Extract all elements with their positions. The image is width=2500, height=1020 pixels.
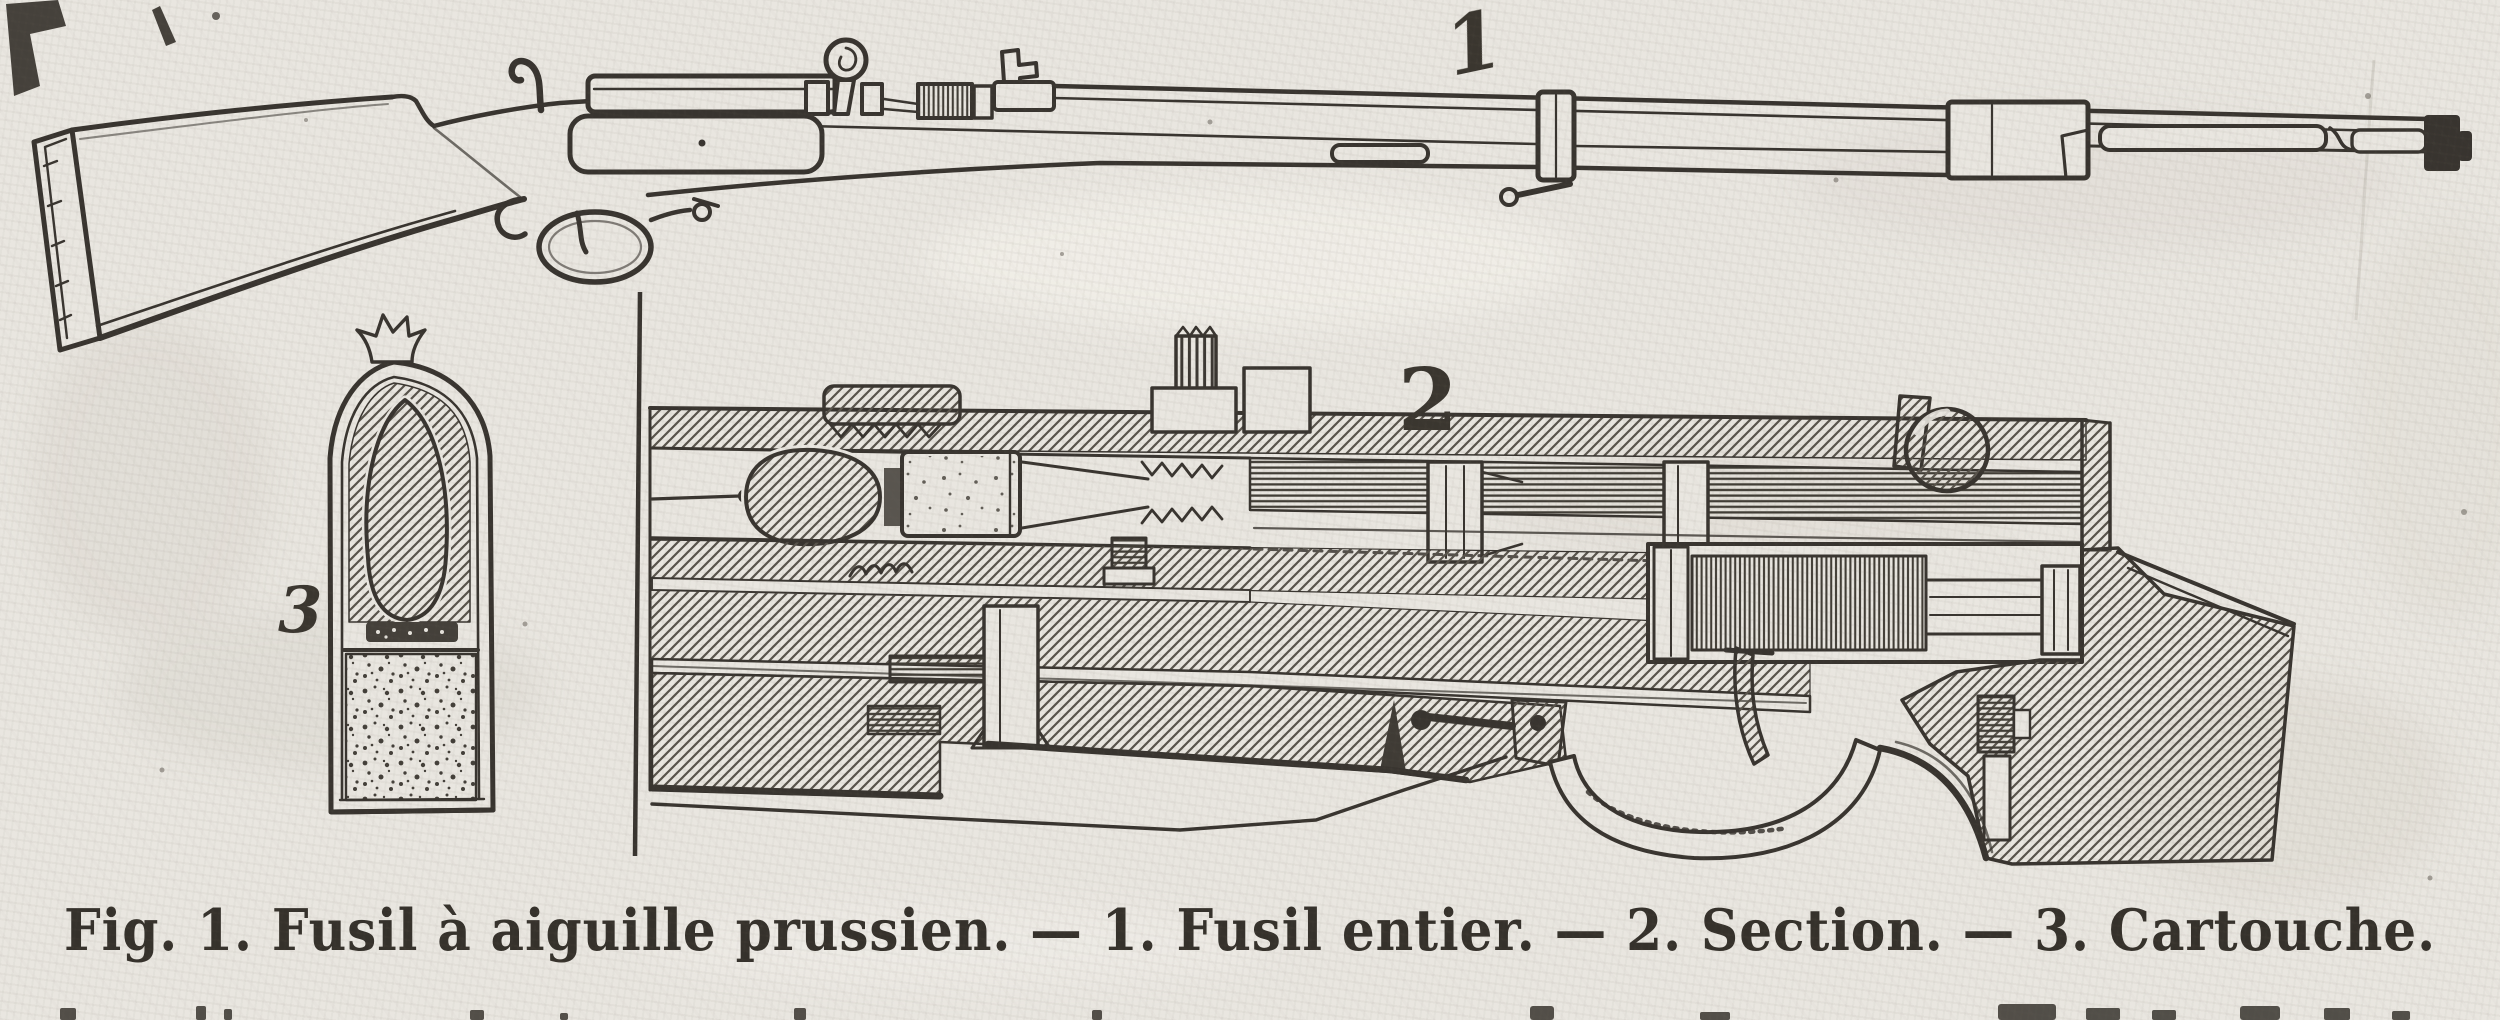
- section-view: [648, 325, 2296, 866]
- callout-cartridge-number: 3: [278, 573, 323, 648]
- clipped-next-line-fragments: [60, 1004, 2410, 1020]
- muzzle-cap: [2424, 115, 2472, 171]
- rifle-stock: [69, 93, 1949, 341]
- carrier-block: [1110, 536, 1148, 570]
- ink-speckles: [159, 93, 2467, 881]
- cartridge-view: [327, 313, 496, 815]
- section-trigger-guard: [1411, 646, 2032, 862]
- bolt-handle-ball: [823, 37, 869, 83]
- guard-finial: [1424, 713, 1516, 730]
- firing-needle: [650, 494, 742, 501]
- receiver-upper-wall: [648, 325, 2088, 792]
- corner-ink-mark: [6, 0, 220, 96]
- breech-face: [2080, 418, 2112, 552]
- trigger: [1733, 646, 1770, 766]
- paper-crease: [2354, 59, 2376, 321]
- coil-spring: [1690, 554, 1928, 652]
- nose-cap: [1945, 99, 2091, 181]
- rifle-trigger-guard: [494, 196, 720, 285]
- sear-spike: [1380, 700, 1406, 772]
- needle-spring-assembly: [1646, 542, 2084, 664]
- callout-section-number: 2: [1398, 350, 1458, 451]
- callout-rifle-number: 1: [1436, 0, 1510, 95]
- primer-tray: [366, 622, 458, 642]
- rifle-rear-sight: [992, 48, 1056, 112]
- guard-plate: [1510, 698, 1568, 768]
- ramrod: [2098, 124, 2428, 154]
- chamber-with-cartridge: [650, 444, 1252, 550]
- rifle-barrel: [1051, 83, 2472, 207]
- bolt-knob: [1892, 394, 1991, 494]
- leaf-spring-block: [822, 384, 962, 426]
- bullet-in-chamber: [744, 447, 882, 547]
- rifle-butt-plate: [31, 127, 103, 353]
- divider-line: [632, 291, 643, 857]
- ramrod-head: [1330, 143, 1430, 164]
- sling-swivel: [1515, 181, 1573, 198]
- sight-post: [1150, 325, 1312, 434]
- receiver-lower-mass: [648, 536, 2083, 832]
- rifle-lock-plate: [567, 113, 825, 175]
- rifle-bolt-assembly: [508, 37, 994, 120]
- bullet: [364, 398, 449, 622]
- barrel-band: [1499, 89, 1577, 207]
- sear-ratchet: [866, 704, 942, 736]
- guard-screw: [1976, 694, 2016, 754]
- mainspring-squiggle: [848, 562, 914, 578]
- breech-threads: [1140, 460, 1224, 480]
- rifle-full-view: [31, 37, 2472, 353]
- bolt-sleeve: [916, 82, 974, 120]
- powder-charge: [344, 652, 478, 802]
- crown-tip: [355, 313, 427, 364]
- barrel-lug-post: [970, 604, 1052, 750]
- cocking-hook: [508, 57, 545, 114]
- figure-caption: Fig. 1. Fusil à aiguille prussien. — 1. …: [64, 897, 2436, 964]
